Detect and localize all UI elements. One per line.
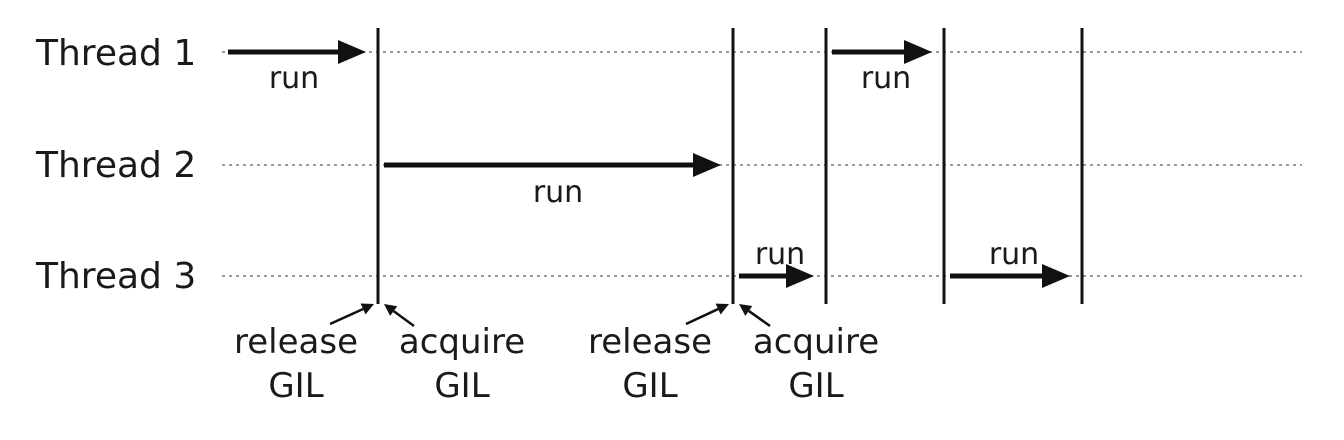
run-arrow-head-2: [693, 153, 721, 177]
run-label-4: run: [860, 61, 912, 96]
gil-pointer-line-3: [685, 307, 719, 326]
run-arrow-head-3: [786, 264, 814, 288]
gil-pointer-head-2: [384, 304, 398, 316]
run-arrow-head-1: [338, 40, 366, 64]
run-label-2: run: [532, 175, 584, 210]
thread-label-2: Thread 2: [36, 145, 197, 186]
gil-pointer-line-1: [329, 307, 364, 326]
run-arrow-head-4: [904, 40, 932, 64]
run-label-1: run: [268, 61, 320, 96]
gil-pointer-head-4: [739, 304, 753, 316]
run-arrow-head-5: [1042, 264, 1070, 288]
gil-pointer-line-2: [392, 310, 415, 328]
thread-label-3: Thread 3: [36, 256, 197, 297]
gil-pointer-head-1: [360, 303, 374, 315]
thread-label-1: Thread 1: [36, 33, 197, 74]
run-label-5: run: [988, 237, 1040, 272]
gil-pointer-line-4: [748, 309, 771, 328]
gil-pointer-head-3: [715, 303, 729, 315]
run-label-3: run: [754, 237, 806, 272]
